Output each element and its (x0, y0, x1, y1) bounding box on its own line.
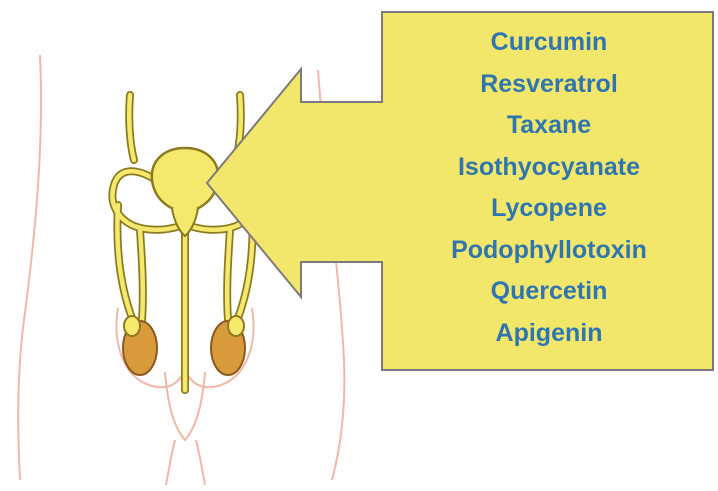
compound-list: Curcumin Resveratrol Taxane Isothyocyana… (380, 22, 718, 354)
compound-lycopene: Lycopene (380, 188, 718, 230)
body-outline-left (18, 55, 41, 480)
compound-podophyllotoxin: Podophyllotoxin (380, 230, 718, 272)
compound-isothyocyanate: Isothyocyanate (380, 147, 718, 189)
compound-resveratrol: Resveratrol (380, 64, 718, 106)
leg-line-left (166, 440, 175, 485)
compound-apigenin: Apigenin (380, 313, 718, 355)
compound-curcumin: Curcumin (380, 22, 718, 64)
spermatic-cord-right (227, 230, 230, 320)
epididymis-right (228, 316, 244, 336)
compound-taxane: Taxane (380, 105, 718, 147)
epididymis-left (124, 316, 140, 336)
compound-quercetin: Quercetin (380, 271, 718, 313)
leg-line-right (196, 440, 205, 485)
spermatic-cord-left (140, 230, 143, 320)
prostate-neck (172, 208, 198, 236)
